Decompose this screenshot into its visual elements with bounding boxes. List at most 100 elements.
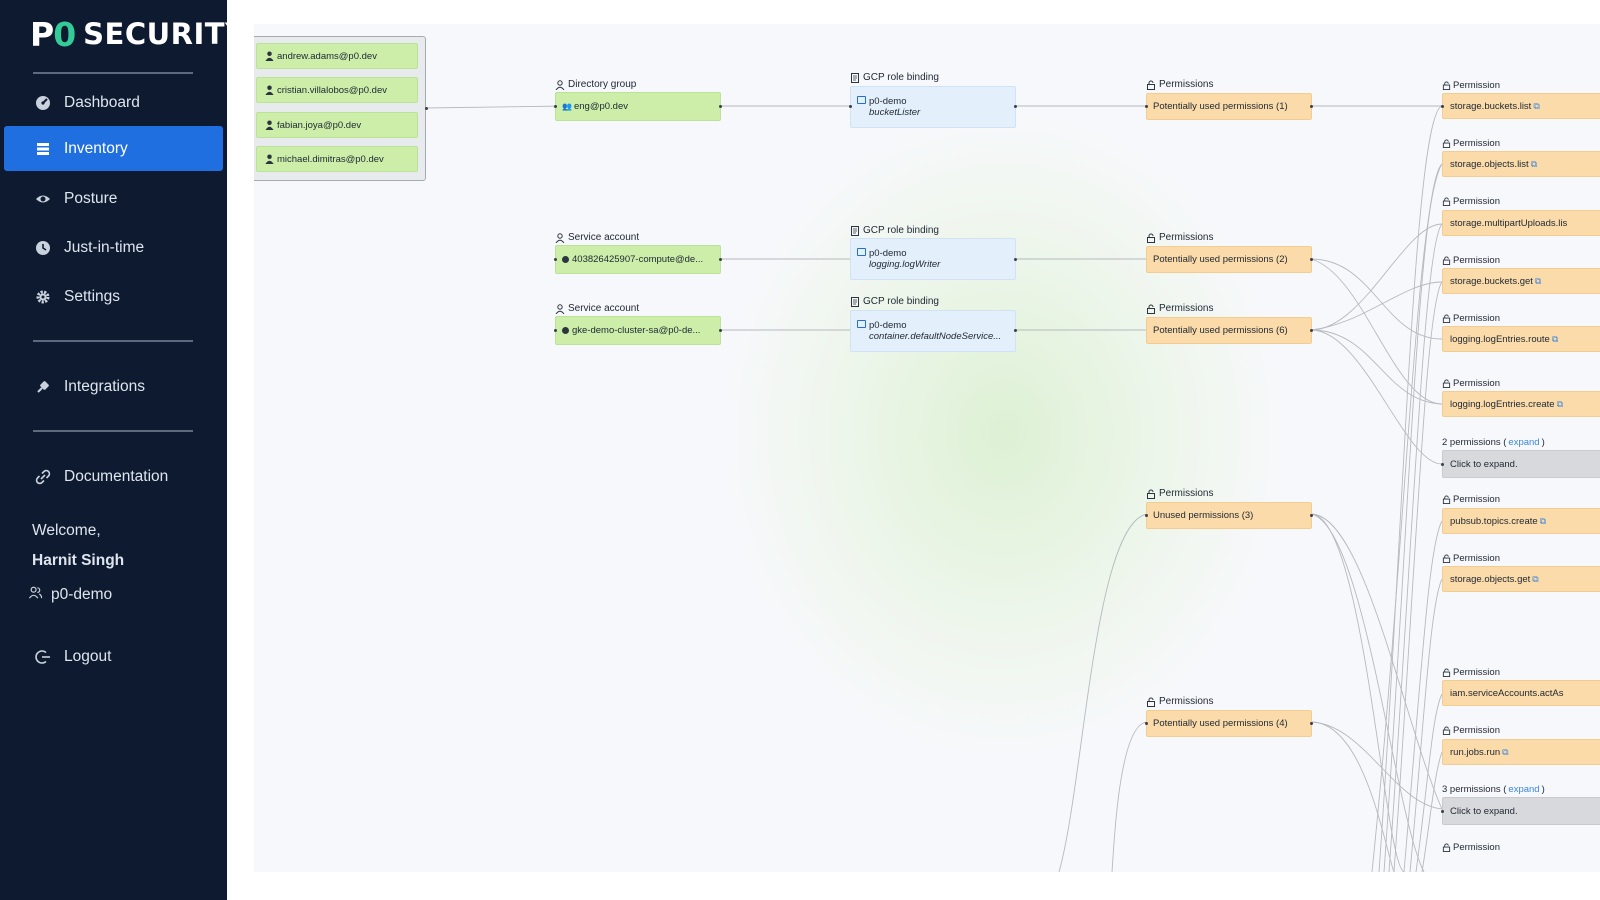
- permission-group-node[interactable]: Potentially used permissions (1): [1146, 93, 1312, 120]
- lock-icon: [1442, 843, 1451, 852]
- node-type-label: Permission: [1442, 196, 1500, 207]
- node-type-label: GCP role binding: [850, 225, 939, 236]
- edge-handle: [719, 105, 722, 108]
- logout-button[interactable]: Logout: [4, 634, 223, 679]
- user-name: Harnit Singh: [32, 552, 125, 569]
- node-type-label: Directory group: [555, 79, 636, 90]
- node-type-label: GCP role binding: [850, 296, 939, 307]
- collapsed-permissions-node[interactable]: Click to expand.: [1442, 450, 1600, 478]
- lock-icon: [1442, 139, 1451, 148]
- user-group-box[interactable]: andrew.adams@p0.dev cristian.villalobos@…: [254, 36, 426, 181]
- group-icon: 👥: [562, 102, 572, 111]
- gcp-project-icon: [857, 248, 866, 256]
- user-icon: [265, 85, 274, 95]
- permission-node[interactable]: pubsub.topics.create⧉: [1442, 508, 1600, 534]
- principal-node[interactable]: gke-demo-cluster-sa@p0-de...: [555, 316, 721, 345]
- permission-node[interactable]: logging.logEntries.create⧉: [1442, 391, 1600, 417]
- sidebar-item-just-in-time[interactable]: Just-in-time: [4, 225, 223, 270]
- permission-group-node[interactable]: Potentially used permissions (4): [1146, 710, 1312, 737]
- collapsed-permissions-node[interactable]: Click to expand.: [1442, 797, 1600, 825]
- sidebar-item-posture[interactable]: Posture: [4, 176, 223, 221]
- graph-canvas[interactable]: andrew.adams@p0.dev cristian.villalobos@…: [254, 24, 1600, 872]
- user-node[interactable]: michael.dimitras@p0.dev: [256, 146, 418, 172]
- edge-handle: [554, 258, 557, 261]
- user-node[interactable]: fabian.joya@p0.dev: [256, 112, 418, 138]
- org-switcher[interactable]: p0-demo: [28, 585, 112, 605]
- permission-node[interactable]: storage.buckets.list⧉: [1442, 93, 1600, 119]
- edge-handle: [719, 258, 722, 261]
- node-type-label: Permission: [1442, 378, 1500, 389]
- permission-node[interactable]: storage.objects.get⧉: [1442, 566, 1600, 592]
- sidebar-item-integrations[interactable]: Integrations: [4, 364, 223, 409]
- role-binding-node[interactable]: p0-demo bucketLister: [850, 86, 1016, 128]
- sidebar-item-label: Dashboard: [64, 93, 140, 111]
- expand-link[interactable]: expand: [1508, 784, 1540, 795]
- sidebar-item-label: Logout: [64, 647, 112, 665]
- permission-node[interactable]: iam.serviceAccounts.actAs: [1442, 680, 1600, 706]
- external-link-icon[interactable]: ⧉: [1502, 746, 1509, 757]
- lock-icon: [1442, 379, 1451, 388]
- sidebar-item-inventory[interactable]: Inventory: [4, 126, 223, 171]
- sidebar-item-settings[interactable]: Settings: [4, 274, 223, 319]
- external-link-icon[interactable]: ⧉: [1533, 100, 1540, 111]
- sidebar-item-label: Just-in-time: [64, 238, 145, 256]
- sidebar-item-dashboard[interactable]: Dashboard: [4, 80, 223, 125]
- lock-icon: [1442, 197, 1451, 206]
- person-outline-icon: [555, 232, 565, 243]
- node-type-label: Permission: [1442, 667, 1500, 678]
- lock-icon: [1442, 256, 1451, 265]
- role-binding-node[interactable]: p0-demo logging.logWriter: [850, 238, 1016, 280]
- edge-handle: [1441, 810, 1444, 813]
- external-link-icon[interactable]: ⧉: [1530, 158, 1538, 169]
- lock-icon: [1442, 554, 1451, 563]
- permission-node[interactable]: run.jobs.run⧉: [1442, 739, 1600, 765]
- sidebar-item-label: Inventory: [64, 139, 128, 157]
- expand-link[interactable]: expand: [1508, 437, 1540, 448]
- edge-handle: [1310, 258, 1313, 261]
- external-link-icon[interactable]: ⧉: [1539, 515, 1547, 526]
- edge-handle: [1014, 258, 1017, 261]
- node-type-label: Permissions: [1146, 232, 1213, 243]
- edge-handle: [1310, 722, 1313, 725]
- external-link-icon[interactable]: ⧉: [1551, 333, 1559, 344]
- sidebar-item-documentation[interactable]: Documentation: [4, 454, 223, 499]
- user-node[interactable]: cristian.villalobos@p0.dev: [256, 77, 418, 103]
- lock-icon: [1442, 81, 1451, 90]
- document-icon: [851, 72, 859, 83]
- node-type-label: Permission: [1442, 313, 1500, 324]
- permission-group-node[interactable]: Potentially used permissions (2): [1146, 246, 1312, 273]
- external-link-icon[interactable]: ⧉: [1556, 398, 1564, 409]
- gcp-project-icon: [857, 320, 866, 328]
- permission-node[interactable]: storage.multipartUploads.lis: [1442, 210, 1600, 236]
- permission-group-node[interactable]: Potentially used permissions (6): [1146, 317, 1312, 344]
- user-node[interactable]: andrew.adams@p0.dev: [256, 43, 418, 69]
- permission-node[interactable]: storage.buckets.get⧉: [1442, 268, 1600, 294]
- edge-handle: [1145, 722, 1148, 725]
- edge-handle: [1441, 105, 1444, 108]
- users-icon: [28, 585, 43, 605]
- permission-node[interactable]: logging.logEntries.route⧉: [1442, 326, 1600, 352]
- edge-handle: [1145, 514, 1148, 517]
- permission-node[interactable]: storage.objects.list⧉: [1442, 151, 1600, 177]
- person-outline-icon: [555, 303, 565, 314]
- principal-node[interactable]: 👥 eng@p0.dev: [555, 92, 721, 121]
- permission-group-node[interactable]: Unused permissions (3): [1146, 502, 1312, 529]
- collapsed-label: 2 permissions (expand): [1442, 437, 1545, 448]
- node-type-label: Permissions: [1146, 696, 1213, 707]
- role-binding-node[interactable]: p0-demo container.defaultNodeService...: [850, 310, 1016, 352]
- external-link-icon[interactable]: ⧉: [1532, 573, 1539, 584]
- sidebar-divider: [33, 340, 193, 342]
- sidebar-item-label: Documentation: [64, 467, 169, 485]
- welcome-text: Welcome,: [32, 522, 101, 539]
- sidebar-divider: [33, 430, 193, 432]
- external-link-icon[interactable]: ⧉: [1534, 275, 1542, 286]
- node-type-label: Permission: [1442, 255, 1500, 266]
- lock-icon: [1147, 80, 1155, 90]
- canvas-glow: [724, 114, 1284, 754]
- edge-handle: [1441, 463, 1444, 466]
- node-type-label: Service account: [555, 232, 639, 243]
- principal-node[interactable]: 403826425907-compute@de...: [555, 245, 721, 274]
